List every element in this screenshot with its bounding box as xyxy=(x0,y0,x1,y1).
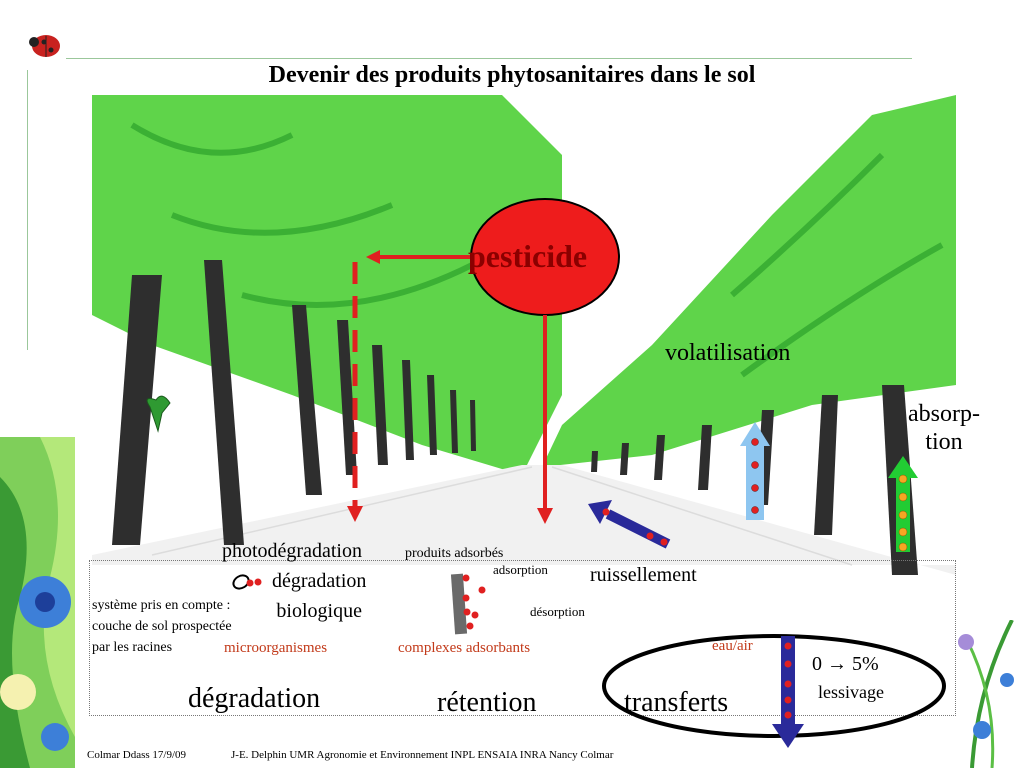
title-rule xyxy=(66,58,912,59)
produits-adsorbes-label: produits adsorbés xyxy=(405,546,504,561)
ruissellement-arrow xyxy=(605,509,671,549)
volatilisation-arrow xyxy=(746,440,764,520)
soil-system-box xyxy=(89,560,956,716)
seedling-icon xyxy=(146,395,171,433)
side-rule xyxy=(27,70,28,350)
left-trunks xyxy=(112,260,476,545)
footer-left: Colmar Ddass 17/9/09 xyxy=(87,749,186,761)
systeme-line3: par les racines xyxy=(92,640,173,655)
complexes-adsorbants-label: complexes adsorbants xyxy=(398,640,531,656)
lessivage-label: lessivage xyxy=(818,682,884,702)
degradation-biologique-label: dégradation biologique xyxy=(272,566,366,626)
absorption-label: absorp- tion xyxy=(908,400,980,456)
right-flower-decoration xyxy=(958,620,1014,768)
adsorption-label: adsorption xyxy=(493,562,548,577)
photodegradation-label: photodégradation xyxy=(222,540,362,562)
microorganism-icon xyxy=(232,574,250,590)
tree-alley-illustration xyxy=(92,95,956,725)
pesticide-label: pesticide xyxy=(468,238,588,274)
systeme-line1: système pris en compte : xyxy=(92,598,231,613)
degradation-biologique-line2: biologique xyxy=(276,600,362,622)
lessivage-percent-label: 0 → 5% xyxy=(812,653,879,675)
ladybug-logo-icon xyxy=(29,35,60,57)
road xyxy=(92,465,956,575)
corner-flower-decoration xyxy=(0,437,75,768)
volatilisation-label: volatilisation xyxy=(665,340,791,366)
degradation-biologique-line1: dégradation xyxy=(272,570,367,592)
left-foliage xyxy=(92,95,562,475)
systeme-line2: couche de sol prospectée xyxy=(92,619,232,634)
transferts-heading: transferts xyxy=(624,687,729,718)
transferts-oval xyxy=(602,634,946,738)
footer-right: J-E. Delphin UMR Agronomie et Environnem… xyxy=(231,749,614,761)
adsorbent-complex-icon xyxy=(450,573,468,635)
absorption-label-line1: absorp- xyxy=(908,401,980,427)
degradation-heading: dégradation xyxy=(188,683,321,714)
microorganismes-label: microorganismes xyxy=(224,640,328,656)
systeme-label: système pris en compte : couche de sol p… xyxy=(92,595,232,658)
retention-heading: rétention xyxy=(437,687,537,718)
absorption-label-line2: tion xyxy=(925,429,963,455)
ruissellement-label: ruissellement xyxy=(590,564,697,586)
slide-title: Devenir des produits phytosanitaires dan… xyxy=(268,62,756,88)
desorption-label: désorption xyxy=(530,604,585,619)
eau-air-label: eau/air xyxy=(712,638,753,654)
